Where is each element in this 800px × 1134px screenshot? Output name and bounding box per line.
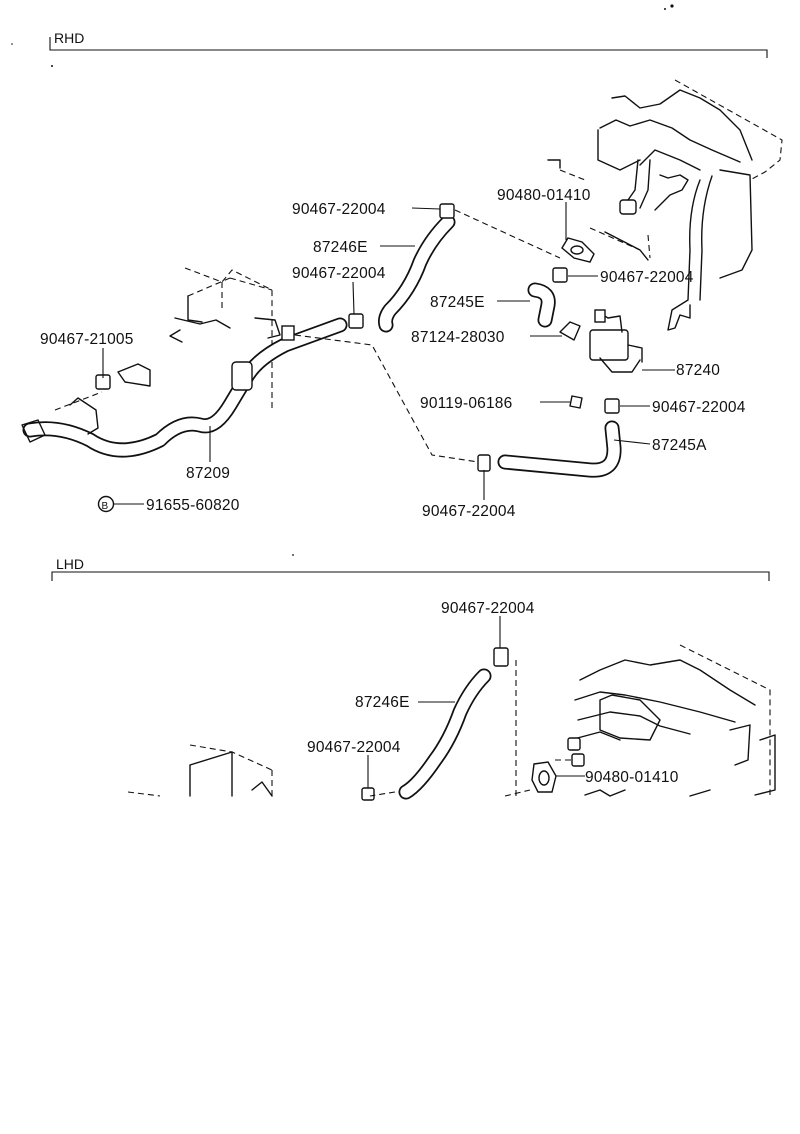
label-grommet: 90480-01410 [497, 187, 591, 204]
label-valve: 87240 [676, 362, 720, 379]
rhd-section-bracket-line [49, 37, 768, 58]
rhd-leader-lines [102, 202, 675, 505]
label-clamp-bottom: 90467-22004 [422, 503, 516, 520]
label-hose-87245e: 87245E [430, 294, 485, 311]
label-bolt: 90119-06186 [420, 395, 512, 412]
dashed-guide [54, 391, 103, 411]
label-nut: 91655-60820 [146, 497, 240, 514]
hose-87245a [497, 420, 622, 478]
lhd-heater-unit [555, 644, 776, 797]
rhd-section: RHD [21, 30, 783, 520]
nut-marker-circle [97, 495, 115, 513]
heater-valve-icon [589, 309, 643, 373]
lhd-label-clamp-mid: 90467-22004 [307, 739, 401, 756]
rhd-heater-unit [547, 79, 783, 331]
lhd-label-grommet: 90480-01410 [585, 769, 679, 786]
label-clamp-right: 90467-22004 [600, 269, 694, 286]
clamp-icon [552, 267, 568, 283]
clamp-icon [439, 203, 455, 219]
label-pipe: 87209 [186, 465, 230, 482]
label-clamp-mid: 90467-22004 [292, 265, 386, 282]
hose-87246e [378, 214, 456, 333]
clamp-icon [348, 313, 364, 329]
lhd-label-clamp-top: 90467-22004 [441, 600, 535, 617]
dashed-guide [294, 334, 479, 463]
dashed-guide [369, 789, 531, 797]
clip-21005-icon [117, 363, 151, 387]
clamp-icon [604, 398, 620, 414]
bracket-icon [559, 321, 581, 341]
label-hose-87245a: 87245A [652, 437, 707, 454]
lhd-section: LHD [51, 556, 776, 801]
dashed-guide [454, 209, 561, 259]
clamp-icon [361, 787, 375, 801]
label-bracket: 87124-28030 [411, 329, 505, 346]
nut-marker-letter: B [102, 501, 109, 512]
lhd-grommet-icon [531, 761, 557, 793]
label-clamp-low-right: 90467-22004 [652, 399, 746, 416]
rhd-heading: RHD [54, 30, 84, 46]
pipe-87209 [21, 317, 348, 458]
clamp-icon [477, 454, 491, 472]
lhd-body-box [127, 744, 273, 797]
label-clamp-top: 90467-22004 [292, 201, 386, 218]
hose-87245e [527, 282, 556, 328]
rhd-body-box [169, 267, 273, 408]
lhd-hose-87246e [398, 668, 492, 800]
rhd-grommet-icon [561, 237, 595, 263]
lhd-label-hose-87246e: 87246E [355, 694, 410, 711]
lhd-section-bracket-line [51, 571, 770, 581]
label-clip-left: 90467-21005 [40, 331, 134, 348]
label-hose-87246e: 87246E [313, 239, 368, 256]
lhd-heading: LHD [56, 556, 84, 572]
rhd-clamps [95, 203, 620, 472]
clamp-icon [493, 647, 509, 667]
bolt-icon [569, 395, 583, 409]
scan-specks [11, 4, 674, 556]
